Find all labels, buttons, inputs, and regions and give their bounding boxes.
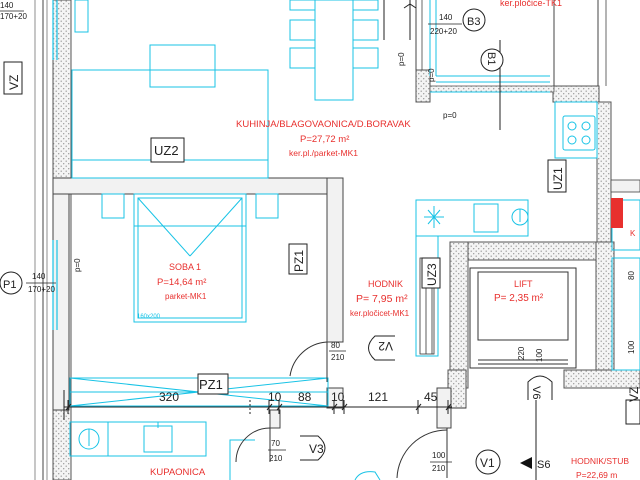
uz3-tag: UZ3 (425, 263, 439, 286)
p1-140: 140 (32, 272, 46, 281)
uz2-tag: UZ2 (154, 143, 179, 158)
walls (34, 0, 640, 480)
stove-icon (562, 115, 596, 151)
v1-height: 210 (432, 464, 446, 473)
hall2-area: P=22,69 m (576, 470, 617, 480)
bath-name: KUPAONICA (150, 467, 206, 478)
p0-c: p=0 (443, 111, 457, 120)
v3-tag: V3 (309, 442, 324, 456)
circle-tags (0, 8, 553, 475)
dim-45: 45 (424, 390, 438, 404)
p1-170: 170+20 (28, 285, 55, 294)
red-marker (611, 198, 623, 228)
uz1-tag: UZ1 (551, 167, 565, 190)
lift-220: 220 (517, 346, 526, 360)
bedroom-floor: parket-MK1 (165, 292, 207, 301)
lift-name: LIFT (514, 279, 533, 289)
v1-tag: V1 (480, 456, 495, 470)
bedroom-name: SOBA 1 (169, 262, 201, 272)
v1-width: 100 (432, 451, 446, 460)
v6-tag: V6 (530, 386, 542, 399)
dimension-line (63, 390, 452, 420)
window-b3 (429, 0, 550, 93)
direction-arrow-icon (520, 457, 532, 469)
v2-width: 80 (331, 341, 340, 350)
shower-icon (69, 421, 109, 457)
washbasin-icon (107, 421, 207, 457)
hall-100: 100 (627, 340, 636, 354)
kitchen-floor: ker.pl./parket-MK1 (289, 148, 358, 158)
lift-icon (469, 267, 577, 369)
p0-left: p=0 (73, 258, 82, 272)
hall-name: HODNIK (368, 279, 403, 289)
doors (235, 341, 466, 479)
bed (101, 193, 279, 323)
hall-area: P= 7,95 m² (356, 293, 408, 305)
k-letter: K (630, 229, 636, 238)
v3-height: 210 (269, 454, 283, 463)
pz1-vertical-tag: PZ1 (292, 250, 306, 272)
p0-a: p=0 (397, 52, 406, 66)
kitchen-area: P=27,72 m² (300, 134, 349, 145)
b1-tag: B1 (485, 52, 497, 65)
tl-170: 170+20 (0, 12, 27, 21)
b3-tag: B3 (467, 16, 480, 28)
pz1-horizontal-tag: PZ1 (199, 377, 223, 392)
bath-edge (229, 439, 381, 480)
markers (249, 0, 537, 480)
tag-boxes (3, 61, 640, 425)
p0-b: p=0 (427, 68, 436, 82)
dim-10-b: 10 (331, 390, 345, 404)
s6-tag: S6 (537, 459, 550, 471)
top-floor: ker.pločice-TK1 (500, 0, 562, 8)
p1-tag: P1 (3, 279, 16, 291)
hall-floor: ker.pločicet-MK1 (350, 309, 410, 318)
vz-right-tag: VZ (627, 387, 640, 402)
dim-121: 121 (368, 390, 388, 404)
dim-320: 320 (159, 390, 179, 404)
tl-140: 140 (0, 1, 14, 10)
b3-140: 140 (439, 13, 453, 22)
bedroom-area: P=14,64 m² (157, 277, 206, 288)
lift-area: P= 2,35 m² (494, 293, 544, 304)
dim-88: 88 (298, 390, 312, 404)
hall2-name: HODNIK/STUB (571, 456, 629, 466)
kitchen-name: KUHINJA/BLAGOVAONICA/D.BORAVAK (236, 119, 411, 130)
bed-size-label: 160x200 (137, 314, 161, 320)
v3-width: 70 (271, 439, 280, 448)
v2-tag: V2 (378, 339, 393, 353)
lift-100: 100 (535, 348, 544, 362)
vz-left-tag: VZ (7, 75, 21, 90)
sink-icon (424, 203, 529, 233)
dim-10-a: 10 (268, 390, 282, 404)
hall-80: 80 (627, 271, 636, 280)
b3-220: 220+20 (430, 27, 457, 36)
v2-height: 210 (331, 353, 345, 362)
